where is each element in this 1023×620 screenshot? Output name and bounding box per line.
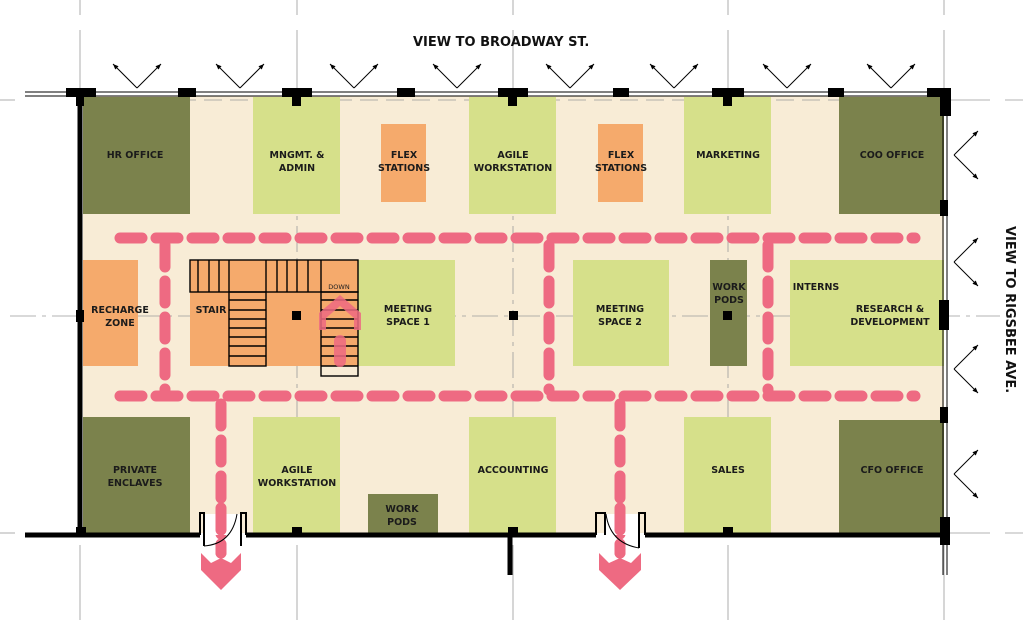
room-label: CFO OFFICE <box>861 465 924 476</box>
room-area <box>839 420 944 533</box>
room-work-pods-center: WORK PODS <box>710 260 747 366</box>
view-arrows-right <box>953 130 979 499</box>
room-research-development: RESEARCH & DEVELOPMENT <box>850 304 930 328</box>
room-area <box>368 494 438 533</box>
room-area <box>83 260 138 366</box>
room-agile-workstation-bottom: AGILE WORKSTATION <box>253 417 340 533</box>
room-label: DEVELOPMENT <box>850 317 930 328</box>
view-arrow-icon <box>953 449 979 499</box>
room-area <box>684 417 771 533</box>
room-work-pods-bottom: WORK PODS <box>368 494 438 533</box>
room-area <box>469 97 556 214</box>
room-label: INTERNS <box>793 282 840 293</box>
room-label: PRIVATE <box>113 465 157 476</box>
view-arrow-icon <box>432 63 482 89</box>
room-area <box>573 260 669 366</box>
view-arrow-icon <box>762 63 812 89</box>
room-label: FLEX <box>608 150 635 161</box>
exit-arrow-icon <box>201 553 641 590</box>
room-label: ZONE <box>105 318 134 329</box>
room-label: WORKSTATION <box>474 163 553 174</box>
room-flex-stations-1: FLEX STATIONS <box>378 124 430 202</box>
room-area <box>684 97 771 214</box>
stair-drawing <box>189 259 359 377</box>
room-label: STATIONS <box>378 163 430 174</box>
room-label: SPACE 1 <box>386 317 430 328</box>
room-area <box>790 260 944 366</box>
exit-door-left[interactable] <box>199 502 247 559</box>
room-hr-office: HR OFFICE <box>83 97 190 214</box>
room-meeting-space-2: MEETING SPACE 2 <box>573 260 669 366</box>
room-area <box>598 124 643 202</box>
room-area <box>381 124 426 202</box>
room-sales: SALES <box>684 417 771 533</box>
room-label: MEETING <box>596 304 644 315</box>
room-label: ACCOUNTING <box>478 465 549 476</box>
view-arrow-icon <box>329 63 379 89</box>
room-cfo-office: CFO OFFICE <box>839 420 944 533</box>
room-label: MARKETING <box>696 150 760 161</box>
view-arrow-icon <box>545 63 595 89</box>
room-recharge-zone: RECHARGE ZONE <box>83 260 149 366</box>
room-area <box>839 97 944 214</box>
stair-down-arrow-icon <box>319 295 361 367</box>
room-label: MNGMT. & <box>270 150 325 161</box>
room-label: RESEARCH & <box>856 304 924 315</box>
room-label: AGILE <box>281 465 312 476</box>
view-arrow-icon <box>649 63 699 89</box>
room-area <box>253 97 340 214</box>
room-area <box>83 417 190 533</box>
view-label-right: VIEW TO RIGSBEE AVE. <box>1002 226 1017 393</box>
room-accounting: ACCOUNTING <box>469 417 556 533</box>
room-area <box>358 260 455 366</box>
room-label: ADMIN <box>279 163 315 174</box>
room-label: WORK <box>385 504 419 515</box>
room-label: PODS <box>714 295 744 306</box>
room-agile-workstation-top: AGILE WORKSTATION <box>469 97 556 214</box>
view-label-top: VIEW TO BROADWAY ST. <box>413 35 589 50</box>
room-area <box>469 417 556 533</box>
view-arrow-icon <box>215 63 265 89</box>
room-label: SPACE 2 <box>598 317 642 328</box>
view-arrow-icon <box>953 237 979 287</box>
room-interns: INTERNS <box>790 260 944 366</box>
room-marketing: MARKETING <box>684 97 771 214</box>
room-meeting-space-1: MEETING SPACE 1 <box>358 260 455 366</box>
room-label: AGILE <box>497 150 528 161</box>
room-mngmt-admin: MNGMT. & ADMIN <box>253 97 340 214</box>
stair-direction-label: DOWN <box>328 283 350 291</box>
room-label: ENCLAVES <box>108 478 163 489</box>
room-label: FLEX <box>391 150 418 161</box>
room-coo-office: COO OFFICE <box>839 97 944 214</box>
view-arrow-icon <box>953 130 979 180</box>
view-arrow-icon <box>953 344 979 394</box>
view-arrows-top <box>112 63 916 89</box>
room-label: COO OFFICE <box>860 150 924 161</box>
walls <box>25 88 951 575</box>
view-arrow-icon <box>866 63 916 89</box>
room-label: STATIONS <box>595 163 647 174</box>
room-label: PODS <box>387 517 417 528</box>
room-area <box>253 417 340 533</box>
room-stair: STAIR <box>190 260 358 366</box>
room-label: WORK <box>712 282 746 293</box>
room-label: HR OFFICE <box>107 150 164 161</box>
room-private-enclaves: PRIVATE ENCLAVES <box>83 417 190 533</box>
view-arrow-icon <box>112 63 162 89</box>
room-label: MEETING <box>384 304 432 315</box>
exit-door-right[interactable] <box>595 502 646 559</box>
room-area <box>83 97 190 214</box>
room-label: RECHARGE <box>91 305 149 316</box>
room-label: WORKSTATION <box>258 478 337 489</box>
room-label: SALES <box>711 465 745 476</box>
room-label: STAIR <box>196 305 227 316</box>
room-flex-stations-2: FLEX STATIONS <box>595 124 647 202</box>
